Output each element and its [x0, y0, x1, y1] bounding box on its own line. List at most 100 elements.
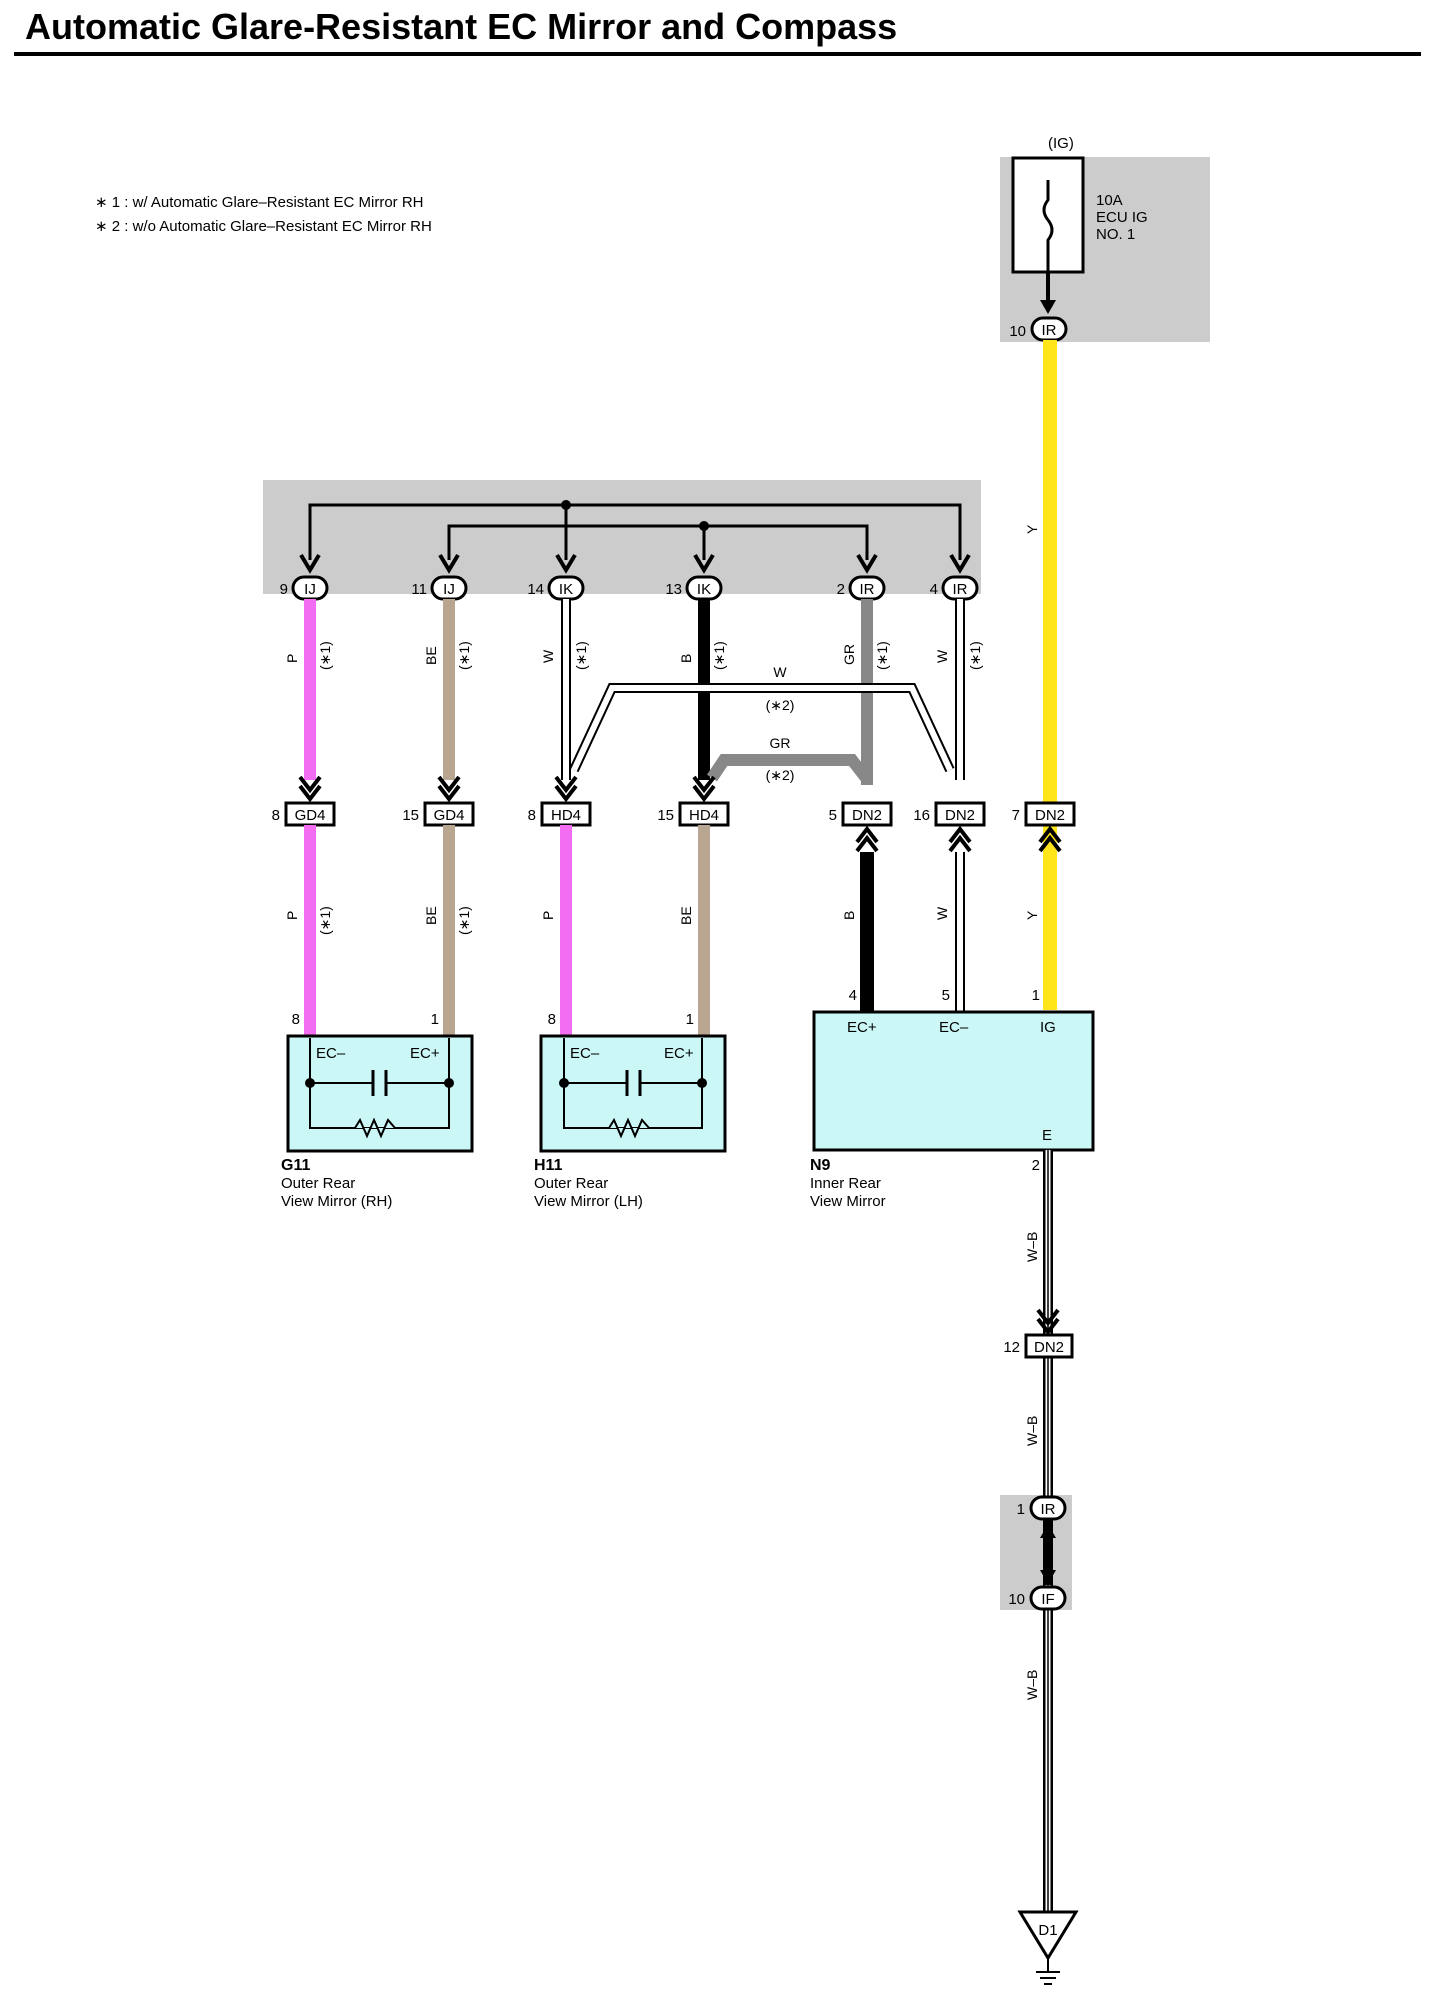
svg-text:1: 1 [1017, 1501, 1025, 1518]
svg-text:View Mirror (RH): View Mirror (RH) [281, 1193, 392, 1210]
svg-text:8: 8 [528, 807, 536, 824]
svg-text:EC+: EC+ [410, 1045, 440, 1062]
svg-text:P: P [284, 654, 300, 663]
svg-text:E: E [1042, 1127, 1052, 1144]
svg-text:11: 11 [411, 581, 427, 598]
svg-text:Y: Y [1024, 524, 1040, 534]
connector-dn2-12: DN2 12 [1003, 1308, 1074, 1359]
svg-text:Y: Y [1024, 910, 1040, 920]
crossover-gr-wire [707, 754, 871, 782]
crossover-gr-label: GR [770, 735, 791, 751]
fuse-name-1: ECU IG [1096, 209, 1148, 226]
ig-label: (IG) [1048, 135, 1074, 152]
note-2: ∗ 2 : w/o Automatic Glare–Resistant EC M… [95, 218, 432, 235]
upper-wire-labels: P (∗1) BE (∗1) W (∗1) B (∗1) GR (∗1) W (… [284, 524, 1040, 670]
wb-labels: W–B W–B W–B [1024, 1232, 1040, 1700]
connector-ir-if: IR 1 IF 10 [1008, 1495, 1067, 1611]
fuse-amps: 10A [1096, 192, 1123, 209]
svg-text:8: 8 [292, 1011, 300, 1028]
svg-text:B: B [841, 911, 857, 920]
note-1: ∗ 1 : w/ Automatic Glare–Resistant EC Mi… [95, 194, 424, 211]
svg-text:(∗1): (∗1) [874, 641, 890, 670]
svg-text:IK: IK [559, 581, 573, 598]
svg-text:DN2: DN2 [852, 807, 882, 824]
svg-text:12: 12 [1003, 1339, 1020, 1356]
fuse-icon [1042, 180, 1054, 272]
svg-text:HD4: HD4 [551, 807, 581, 824]
svg-text:13: 13 [665, 581, 682, 598]
svg-text:IK: IK [697, 581, 711, 598]
component-g11: 8 1 EC– EC+ G11 Outer Rear View Mirror (… [281, 1011, 474, 1210]
svg-text:GD4: GD4 [295, 807, 326, 824]
svg-text:1: 1 [1032, 987, 1040, 1004]
ground-symbol: D1 [1017, 1910, 1079, 1985]
component-n9: 4 5 1 EC+ EC– IG E 2 N9 Inner Rear View … [810, 987, 1095, 1210]
component-h11: 8 1 EC– EC+ H11 Outer Rear View Mirror (… [534, 1011, 727, 1210]
svg-text:15: 15 [657, 807, 674, 824]
svg-text:(∗1): (∗1) [573, 641, 589, 670]
svg-text:1: 1 [431, 1011, 439, 1028]
svg-text:W–B: W–B [1024, 1670, 1040, 1700]
svg-text:IG: IG [1040, 1019, 1056, 1036]
svg-text:10: 10 [1008, 1591, 1025, 1608]
svg-text:Outer Rear: Outer Rear [281, 1175, 355, 1192]
pin-label: 10 [1009, 323, 1026, 340]
svg-text:IJ: IJ [304, 581, 316, 598]
svg-text:16: 16 [913, 807, 930, 824]
svg-text:1: 1 [686, 1011, 694, 1028]
junction-bus [308, 503, 962, 560]
svg-text:W–B: W–B [1024, 1416, 1040, 1446]
crossover-w-note: (∗2) [766, 697, 795, 713]
title-underline [14, 52, 1421, 56]
svg-text:H11: H11 [534, 1157, 563, 1174]
svg-text:W: W [934, 649, 950, 663]
svg-text:IF: IF [1041, 1591, 1054, 1608]
svg-text:4: 4 [930, 581, 938, 598]
svg-text:2: 2 [1032, 1157, 1040, 1174]
svg-text:DN2: DN2 [1035, 807, 1065, 824]
connector-ir-power: IR [1030, 316, 1068, 342]
svg-text:P: P [540, 911, 556, 920]
svg-text:IR: IR [1042, 322, 1057, 339]
svg-text:IR: IR [953, 581, 968, 598]
svg-text:(∗1): (∗1) [317, 906, 333, 935]
svg-text:GR: GR [841, 644, 857, 665]
svg-text:B: B [678, 654, 694, 663]
fuse-name-2: NO. 1 [1096, 226, 1135, 243]
svg-text:Inner Rear: Inner Rear [810, 1175, 881, 1192]
svg-text:P: P [284, 911, 300, 920]
svg-text:(∗1): (∗1) [317, 641, 333, 670]
svg-text:W–B: W–B [1024, 1232, 1040, 1262]
svg-text:BE: BE [678, 906, 694, 925]
svg-text:(∗1): (∗1) [967, 641, 983, 670]
crossover-w-wire [569, 683, 955, 773]
svg-text:N9: N9 [810, 1157, 831, 1174]
svg-text:15: 15 [402, 807, 419, 824]
svg-text:EC+: EC+ [664, 1045, 694, 1062]
crossover-gr-note: (∗2) [766, 767, 795, 783]
instrument-junction-block [263, 480, 981, 594]
svg-text:(∗1): (∗1) [711, 641, 727, 670]
svg-text:Outer Rear: Outer Rear [534, 1175, 608, 1192]
svg-text:IR: IR [1041, 1501, 1056, 1518]
svg-text:8: 8 [272, 807, 280, 824]
svg-text:5: 5 [942, 987, 950, 1004]
svg-text:(∗1): (∗1) [456, 906, 472, 935]
svg-text:GD4: GD4 [434, 807, 465, 824]
svg-text:View Mirror: View Mirror [810, 1193, 886, 1210]
svg-text:EC–: EC– [939, 1019, 969, 1036]
svg-text:2: 2 [837, 581, 845, 598]
svg-text:7: 7 [1012, 807, 1020, 824]
svg-text:W: W [934, 906, 950, 920]
svg-text:IR: IR [860, 581, 875, 598]
lower-wire-labels: P (∗1) BE (∗1) P BE B W Y [284, 906, 1040, 935]
svg-text:D1: D1 [1038, 1922, 1057, 1939]
svg-text:BE: BE [423, 906, 439, 925]
svg-text:DN2: DN2 [1034, 1339, 1064, 1356]
page-title: Automatic Glare-Resistant EC Mirror and … [25, 6, 898, 47]
svg-text:EC+: EC+ [847, 1019, 877, 1036]
svg-text:DN2: DN2 [945, 807, 975, 824]
crossover-w-label: W [773, 664, 787, 680]
svg-text:HD4: HD4 [689, 807, 719, 824]
